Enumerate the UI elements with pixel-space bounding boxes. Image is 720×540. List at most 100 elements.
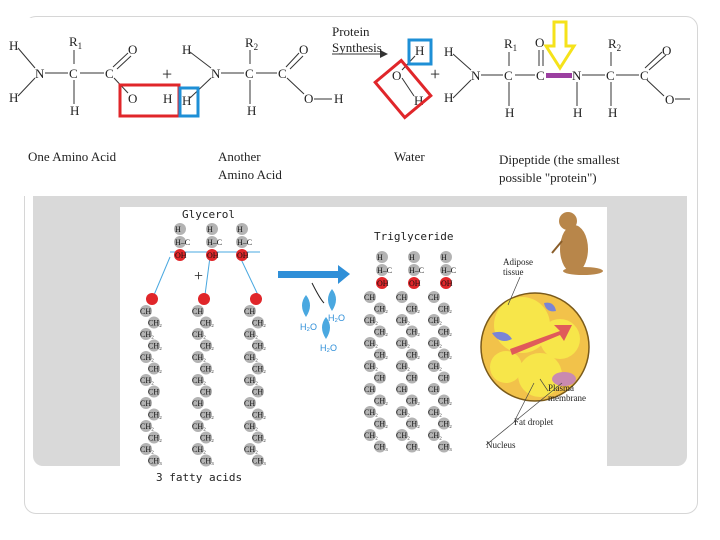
glycerol-label: Glycerol <box>182 208 235 221</box>
triglyceride-group-label: CH₂ <box>428 408 442 417</box>
carbon-atom <box>364 383 376 395</box>
atom-c: C <box>105 66 114 81</box>
triglyceride-group-label: CH₃ <box>438 443 452 452</box>
carbon-atom <box>364 429 376 441</box>
triglyceride-group-label: CH₂ <box>438 305 452 314</box>
triglyceride-group-label: CH₂ <box>428 316 442 325</box>
fatty-acid-group-label: CH <box>140 307 151 316</box>
triglyceride-group-label: CH₃ <box>406 443 420 452</box>
carbon-atom <box>140 328 152 340</box>
water-hydrogen-blue-box <box>407 38 433 66</box>
carbon-atom <box>200 316 212 329</box>
oxygen-atom <box>198 293 210 305</box>
triglyceride-group-label: CH <box>396 293 407 302</box>
fatty-acid-group-label: CH₂ <box>244 330 258 339</box>
fat-droplet <box>490 351 522 383</box>
glycerol-label: H–C <box>207 238 222 247</box>
r2-group: R2 <box>245 35 258 52</box>
carbon-atom <box>192 305 204 317</box>
fatty-acid-group-label: CH₂ <box>200 365 214 374</box>
carbon-atom <box>438 371 450 384</box>
triglyceride-glycerol-atom <box>440 264 452 276</box>
triglyceride-glycerol-atom <box>440 251 452 263</box>
fatty-acid-group-label: CH₂ <box>148 342 162 351</box>
triglyceride-glycerol-atom <box>408 251 420 263</box>
water-label: H₂O <box>328 313 345 323</box>
triglyceride-group-label: CH₃ <box>374 443 388 452</box>
triglyceride-glycerol-label: OH <box>377 279 389 288</box>
triglyceride-group-label: CH₂ <box>364 431 378 440</box>
carbon-atom <box>428 337 440 349</box>
carbon-atom <box>438 394 450 407</box>
carbon-atom <box>252 408 264 421</box>
triglyceride-group-label: CH₂ <box>396 362 410 371</box>
triglyceride-svg: Glycerol Triglyceride 3 fatty acids + H₂… <box>140 208 603 484</box>
triglyceride-group-label: CH <box>364 293 375 302</box>
atom-c: C <box>640 68 649 83</box>
fatty-acid-group-label: CH <box>244 399 255 408</box>
water-drops: H₂O H₂O H₂O <box>300 289 345 353</box>
carbon-atom <box>252 385 264 398</box>
atom-n: N <box>572 68 582 83</box>
fatty-acid-group-label: CH₂ <box>200 319 214 328</box>
carbon-atom <box>364 337 376 349</box>
r1-group: R1 <box>504 36 517 53</box>
carbon-atom <box>140 397 152 409</box>
nucleus-label: Nucleus <box>486 440 516 450</box>
fatty-acid-group-label: CH₂ <box>140 445 154 454</box>
carbon-atom <box>396 314 408 326</box>
atom-h: H <box>444 44 453 59</box>
glycerol-label: OH <box>207 251 219 260</box>
carbon-atom <box>406 371 418 384</box>
glycerol-atom <box>236 223 248 235</box>
carbon-atom <box>406 348 418 361</box>
triglyceride-group-label: CH₂ <box>406 397 420 406</box>
atom-h: H <box>9 90 18 105</box>
triglyceride-group-label: CH₂ <box>364 316 378 325</box>
peptide-bond-diagram: H H N C R1 H C O O H + H H N C R2 H C O … <box>4 18 703 196</box>
triglyceride-label: Triglyceride <box>374 230 453 243</box>
reaction-arrow <box>278 271 340 278</box>
carbon-atom <box>396 360 408 372</box>
atom-h: H <box>444 90 453 105</box>
water-drop-icon <box>328 289 336 311</box>
glycerol-label: H–C <box>175 238 190 247</box>
water-label: H₂O <box>320 343 337 353</box>
plus-sign: + <box>430 64 440 84</box>
carbon-atom <box>200 431 212 444</box>
triglyceride-group-label: CH₂ <box>374 305 388 314</box>
carbon-atom <box>200 454 212 467</box>
fatty-acid-group-label: CH₂ <box>252 365 266 374</box>
carbon-atom <box>428 406 440 418</box>
carbon-atom <box>396 383 408 395</box>
triglyceride-group-label: CH₂ <box>374 397 388 406</box>
carbon-atom <box>148 408 160 421</box>
triglyceride-group-label: CH₂ <box>406 305 420 314</box>
adipose-cell <box>480 292 590 402</box>
carbon-atom <box>140 374 152 386</box>
caption-one-amino-acid: One Amino Acid <box>28 149 117 164</box>
fatty-acid-group-label: CH <box>192 307 203 316</box>
carbon-atom <box>364 406 376 418</box>
carbon-atom <box>192 443 204 455</box>
glycerol-atom <box>236 249 248 261</box>
carbon-atom <box>140 351 152 363</box>
caption-smallest-protein: possible "protein") <box>499 170 597 185</box>
plus-sign: + <box>162 64 172 84</box>
triglyceride-group-label: CH₂ <box>406 328 420 337</box>
fatty-acid-group-label: CH₂ <box>200 434 214 443</box>
fatty-acid-group-label: CH₂ <box>200 411 214 420</box>
caption-dipeptide: Dipeptide (the smallest <box>499 152 620 167</box>
triglyceride-group-label: CH <box>438 374 449 383</box>
triglyceride-group-label: CH₂ <box>396 339 410 348</box>
carbon-atom <box>140 420 152 432</box>
tissue-label: tissue <box>503 267 524 277</box>
carbon-atom <box>252 431 264 444</box>
atom-h: H <box>414 93 423 108</box>
carbon-atom <box>200 339 212 352</box>
carbon-atom <box>428 429 440 441</box>
triglyceride-glycerol-atom <box>408 277 420 289</box>
glycerol-label: H <box>237 225 243 234</box>
triglyceride-glycerol-label: H <box>409 253 415 262</box>
fatty-acid-group-label: CH₂ <box>140 376 154 385</box>
